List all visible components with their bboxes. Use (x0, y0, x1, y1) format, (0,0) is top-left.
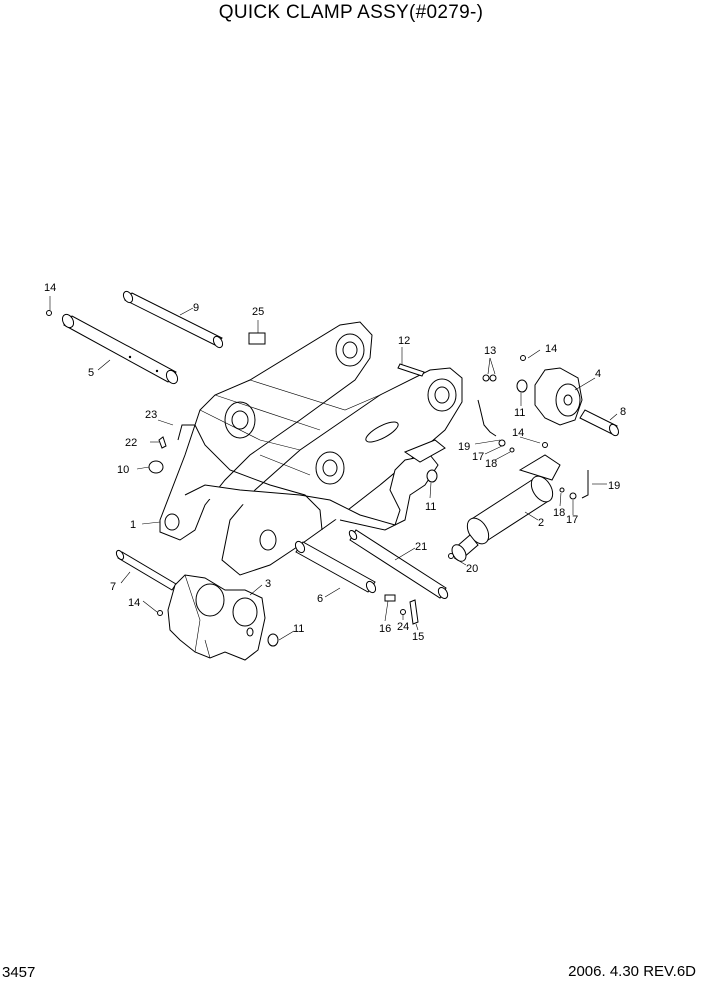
ring-part-11-upper (516, 379, 528, 393)
nipple-part-14-topleft (46, 310, 52, 316)
washer-part-24 (400, 609, 406, 615)
diagram-title: QUICK CLAMP ASSY(#0279-) (218, 2, 484, 23)
pin-part-8 (579, 409, 620, 437)
nipple-part-14-right (542, 442, 548, 448)
nipple-part-14-lower (157, 610, 163, 616)
ring-part-10 (148, 460, 164, 474)
ring-part-11-mid (426, 469, 438, 483)
callout-3: 3 (265, 578, 271, 590)
callout-5: 5 (88, 367, 94, 379)
nipple-part-14-topright (520, 355, 526, 361)
callout-15: 15 (412, 631, 424, 643)
callout-18: 18 (485, 458, 497, 470)
hose-part-19-right (581, 470, 589, 499)
label-plate-25 (248, 332, 266, 345)
callout-16: 16 (379, 623, 391, 635)
callout-18: 18 (553, 507, 565, 519)
callout-11: 11 (425, 501, 436, 513)
pin-part-6 (294, 540, 377, 594)
callout-9: 9 (193, 302, 199, 314)
callout-7: 7 (110, 581, 116, 593)
callout-14: 14 (545, 343, 557, 355)
callout-12: 12 (398, 335, 410, 347)
shaft-part-21 (348, 529, 449, 600)
fitting-part-13-a (482, 374, 490, 382)
callout-17: 17 (566, 514, 578, 526)
callout-13: 13 (484, 345, 496, 357)
callout-14: 14 (128, 597, 140, 609)
callout-21: 21 (415, 541, 427, 553)
callout-11: 11 (514, 407, 525, 419)
pin-part-22 (158, 436, 167, 449)
fitting-part-13-b (489, 374, 497, 382)
callout-17: 17 (472, 451, 484, 463)
bolt-part-12 (397, 363, 425, 377)
callout-19: 19 (608, 480, 620, 492)
pin-part-7 (115, 549, 177, 591)
callout-1: 1 (130, 519, 136, 531)
oring-part-18-right (559, 487, 565, 493)
hose-part-19-left (477, 399, 497, 437)
pin-part-5 (61, 313, 179, 385)
quick-clamp-frame (159, 321, 463, 576)
hook-part-3 (167, 574, 266, 661)
bushing-part-20 (448, 553, 454, 559)
callout-22: 22 (125, 437, 137, 449)
callout-10: 10 (117, 464, 129, 476)
callout-20: 20 (466, 563, 478, 575)
callout-2: 2 (538, 517, 544, 529)
ring-part-11-low (267, 633, 279, 647)
fitting-part-17-left (498, 439, 506, 447)
callout-19: 19 (458, 441, 470, 453)
clamp-part-4 (534, 367, 583, 426)
callout-25: 25 (252, 306, 264, 318)
callout-14: 14 (44, 282, 56, 294)
callout-8: 8 (620, 406, 626, 418)
leader-lines (49, 296, 618, 641)
revision-date: 2006. 4.30 REV.6D (568, 963, 696, 980)
plate-part-16 (384, 594, 396, 602)
callout-11: 11 (293, 623, 304, 635)
oring-part-18-left (509, 447, 515, 453)
pin-part-9 (122, 290, 224, 349)
page-number: 3457 (2, 964, 36, 981)
callout-23: 23 (145, 409, 157, 421)
callout-6: 6 (317, 593, 323, 605)
wire-part-23 (177, 424, 323, 531)
fitting-part-17-right (569, 492, 577, 500)
cylinder-part-2 (451, 454, 561, 562)
callout-4: 4 (595, 368, 601, 380)
callout-24: 24 (397, 621, 409, 633)
callout-14: 14 (512, 427, 524, 439)
bolt-part-15 (409, 599, 419, 625)
callouts: 14 9 5 25 12 13 14 4 8 11 23 22 10 1 11 … (44, 282, 626, 643)
